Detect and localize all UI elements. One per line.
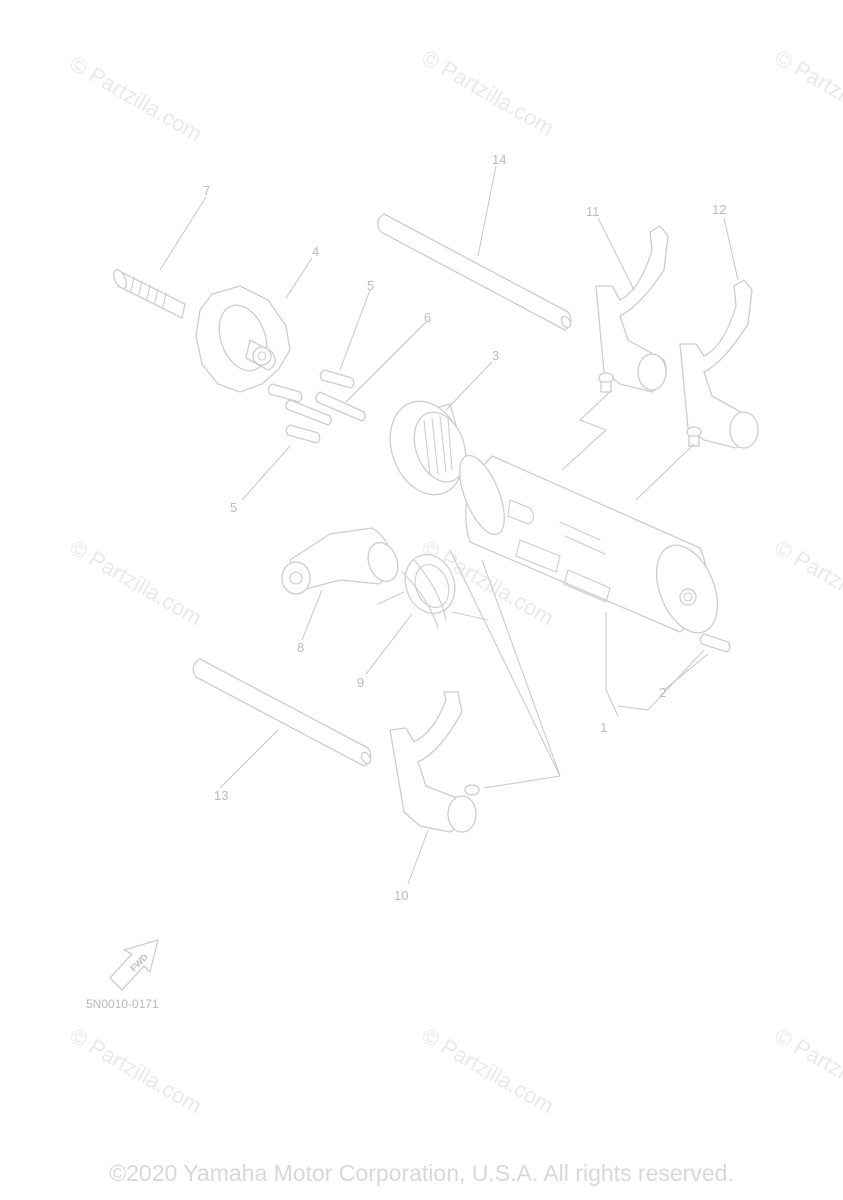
fwd-arrow-icon: FWD	[109, 939, 159, 991]
part-4-segment	[195, 285, 291, 393]
watermark: © Partzilla.com	[771, 1023, 843, 1119]
part-12-shift-fork	[679, 279, 759, 449]
part-13-guide-bar	[192, 658, 372, 767]
callout-7: 7	[203, 183, 210, 198]
callout-2: 2	[659, 685, 666, 700]
part-5-pin-upper	[319, 369, 355, 389]
callout-5-lower: 5	[230, 500, 237, 515]
part-8-stopper-lever	[281, 527, 399, 595]
callout-8: 8	[297, 640, 304, 655]
part-7-bolt	[113, 269, 186, 319]
part-6-long-pin	[285, 391, 366, 426]
callout-10: 10	[394, 888, 408, 903]
leader-lines	[159, 165, 739, 885]
part-10-shift-fork	[389, 691, 480, 833]
part-1-shift-cam	[459, 454, 719, 634]
part-9-torsion-spring	[377, 553, 489, 629]
callout-6: 6	[424, 310, 431, 325]
part-5-pin-extra	[267, 383, 303, 403]
callout-14: 14	[492, 152, 506, 167]
copyright-notice: ©2020 Yamaha Motor Corporation, U.S.A. A…	[109, 1160, 734, 1186]
part-11-shift-fork	[595, 225, 669, 393]
watermark: © Partzilla.com	[771, 535, 843, 631]
part-14-guide-bar	[377, 213, 572, 331]
callout-4: 4	[312, 244, 319, 259]
callout-11: 11	[586, 204, 600, 219]
callouts: 1 2 3 4 5 5 6 7 8 9 10 11 12 13 14	[203, 152, 726, 903]
watermark: © Partzilla.com	[66, 535, 207, 631]
callout-1: 1	[600, 720, 607, 735]
callout-9: 9	[357, 675, 364, 690]
callout-3: 3	[492, 348, 499, 363]
watermark: © Partzilla.com	[66, 1023, 207, 1119]
watermark: © Partzilla.com	[418, 45, 559, 141]
watermark: © Partzilla.com	[771, 45, 843, 141]
diagram-code: 5N0010-0171	[86, 997, 159, 1011]
callout-5-upper: 5	[367, 278, 374, 293]
part-2-pin	[699, 633, 731, 653]
watermark: © Partzilla.com	[418, 1023, 559, 1119]
callout-12: 12	[712, 202, 726, 217]
watermark: © Partzilla.com	[66, 51, 207, 147]
part-3-bearing	[389, 400, 471, 496]
part-5-pin-lower	[285, 424, 321, 444]
callout-13: 13	[214, 788, 228, 803]
